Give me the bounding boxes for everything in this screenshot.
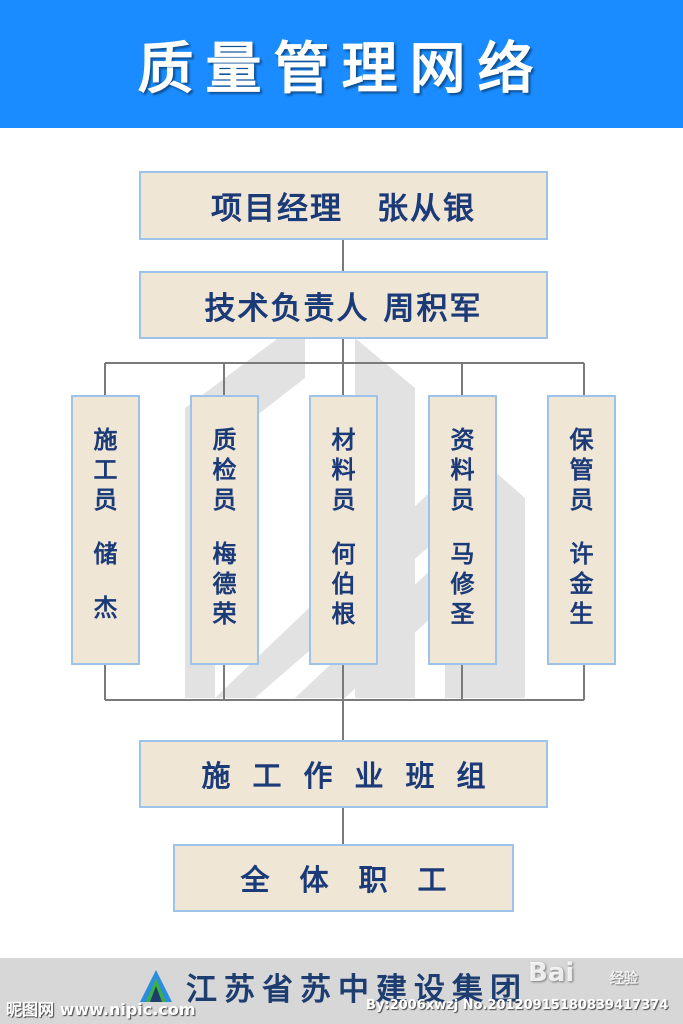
page-title: 质量管理网络 <box>137 36 546 102</box>
footer-bar <box>0 958 683 1024</box>
work-team-label: 施工作业班组 <box>201 759 508 793</box>
project-manager-role: 项目经理 <box>211 191 343 227</box>
work-team-box: 施工作业班组 <box>139 740 548 808</box>
staff-name-char: 杰 <box>93 593 118 622</box>
staff-role-char: 员 <box>212 485 237 514</box>
staff-name-char: 圣 <box>450 599 475 628</box>
staff-name-char: 许 <box>569 539 594 568</box>
nipic-watermark: 昵图网 www.nipic.com <box>6 1000 196 1019</box>
staff-role-char: 施 <box>93 425 118 454</box>
staff-box-materials: 材 料 员 何 伯 根 <box>309 395 378 665</box>
company-name: 江苏省苏中建设集团 <box>186 972 528 1008</box>
staff-name-char: 金 <box>569 569 594 598</box>
all-staff-label: 全体职工 <box>240 863 477 897</box>
staff-box-documents: 资 料 员 马 修 圣 <box>428 395 497 665</box>
all-staff-box: 全体职工 <box>173 844 514 912</box>
staff-role-char: 材 <box>331 425 356 454</box>
project-manager-name: 张从银 <box>377 191 476 227</box>
staff-role-char: 保 <box>569 425 594 454</box>
staff-role-char: 料 <box>331 455 356 484</box>
company-logo-icon <box>140 970 172 1002</box>
header-banner: 质量管理网络 <box>0 0 683 128</box>
staff-name-char: 储 <box>93 539 118 568</box>
staff-box-construction: 施 工 员 储 杰 <box>71 395 140 665</box>
staff-name-char: 何 <box>331 539 356 568</box>
staff-role-char: 管 <box>569 455 594 484</box>
staff-name-char: 荣 <box>212 599 237 628</box>
project-manager-box: 项目经理 张从银 <box>139 171 548 240</box>
staff-name-char: 根 <box>331 599 356 628</box>
staff-role-char: 检 <box>212 455 237 484</box>
staff-name-char: 马 <box>450 539 475 568</box>
staff-box-quality-inspector: 质 检 员 梅 德 荣 <box>190 395 259 665</box>
tech-lead-role: 技术负责人 <box>204 290 370 327</box>
staff-name-char: 德 <box>212 569 237 598</box>
staff-role-char: 员 <box>93 485 118 514</box>
staff-name-char: 伯 <box>331 569 356 598</box>
baidu-watermark-sub: 经验 <box>610 971 638 987</box>
image-id-watermark: By:2006xwzj No.20120915180839417374 <box>366 998 669 1013</box>
staff-name-char: 修 <box>450 569 475 598</box>
staff-role-char: 员 <box>450 485 475 514</box>
staff-name-char: 生 <box>569 599 594 628</box>
staff-role-char: 料 <box>450 455 475 484</box>
staff-role-char: 员 <box>331 485 356 514</box>
staff-role-char: 资 <box>450 425 475 454</box>
baidu-watermark: Bai <box>528 958 575 988</box>
staff-role-char: 工 <box>93 455 118 484</box>
tech-lead-box: 技术负责人 周积军 <box>139 271 548 339</box>
staff-role-char: 质 <box>212 425 237 454</box>
tech-lead-name: 周积军 <box>383 290 483 327</box>
staff-role-char: 员 <box>569 485 594 514</box>
staff-name-char: 梅 <box>212 539 237 568</box>
staff-box-storekeeper: 保 管 员 许 金 生 <box>547 395 616 665</box>
